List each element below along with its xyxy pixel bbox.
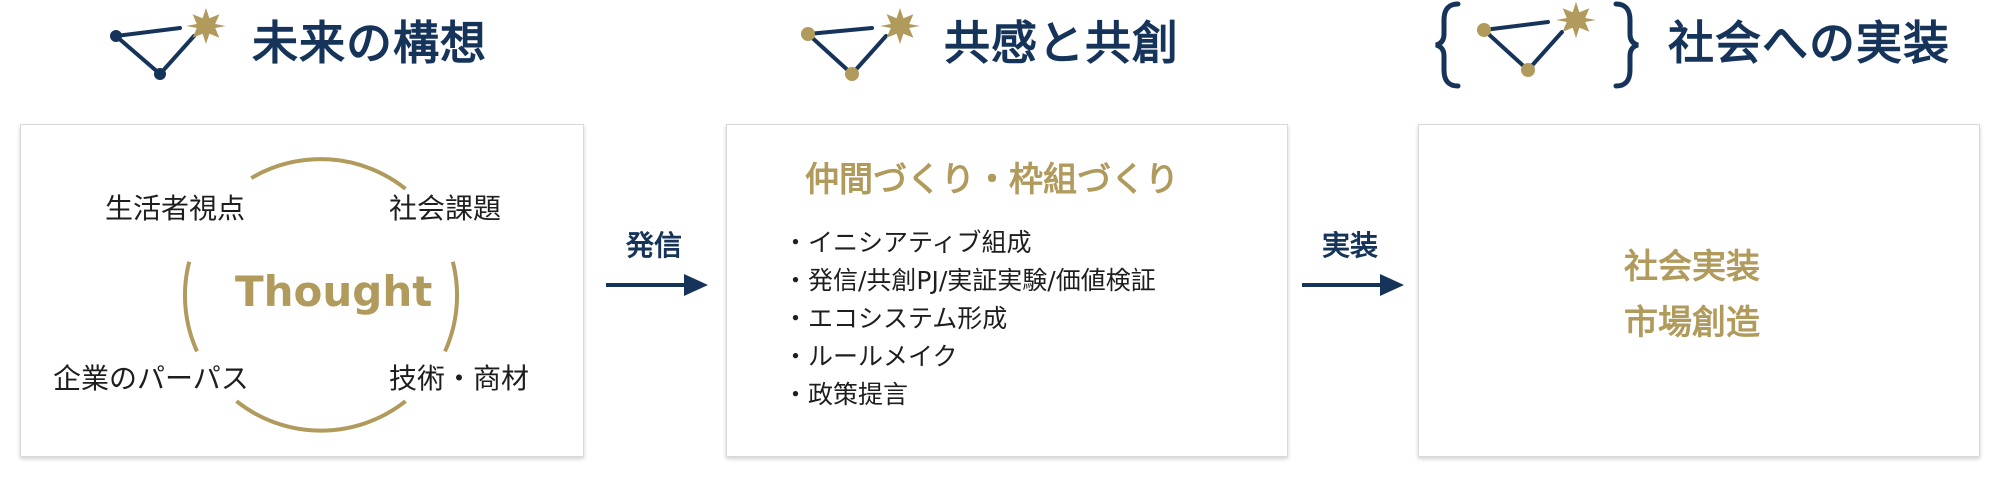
stage-title-implementation: 社会への実装 [1668, 16, 1950, 70]
list-item: ・イニシアティブ組成 [783, 228, 1032, 257]
stage-title-vision: 未来の構想 [252, 16, 487, 70]
cycle-item-technology: 技術・商材 [389, 362, 530, 395]
vision-panel: 生活者視点 社会課題 Thought 技術・商材 企業のパーパス [20, 124, 584, 457]
cocreation-panel: 仲間づくり・枠組づくり ・イニシアティブ組成 ・発信/共創PJ/実証実験/価値検… [726, 124, 1288, 457]
arrow-label-implement: 実装 [1322, 229, 1379, 262]
list-item: ・エコシステム形成 [783, 304, 1008, 333]
arrow-right-icon [606, 274, 708, 296]
outcome-market-creation: 市場創造 [1624, 303, 1760, 343]
cycle-item-corporate-purpose: 企業のパーパス [53, 362, 249, 395]
stage-title-empathy: 共感と共創 [944, 16, 1179, 70]
thought-cycle-ring [182, 157, 460, 433]
constellation-icon [801, 8, 920, 81]
outcome-social-implementation: 社会実装 [1624, 247, 1760, 287]
list-item: ・ルールメイク [783, 342, 958, 371]
implementation-panel: 社会実装 市場創造 [1418, 124, 1980, 457]
cycle-item-social-issues: 社会課題 [389, 192, 502, 225]
arrow-right-icon [1302, 274, 1404, 296]
list-item: ・発信/共創PJ/実証実験/価値検証 [783, 266, 1156, 295]
arrow-label-broadcast: 発信 [626, 229, 683, 262]
cocreation-heading: 仲間づくり・枠組づくり [805, 160, 1179, 200]
list-item: ・政策提言 [783, 380, 909, 409]
bracketed-constellation-icon [1435, 1, 1639, 89]
cocreation-list: ・イニシアティブ組成 ・発信/共創PJ/実証実験/価値検証 ・エコシステム形成 … [783, 224, 1156, 414]
thought-center-label: Thought [235, 267, 433, 316]
cycle-item-consumer-view: 生活者視点 [105, 192, 246, 225]
constellation-icon [110, 8, 226, 80]
